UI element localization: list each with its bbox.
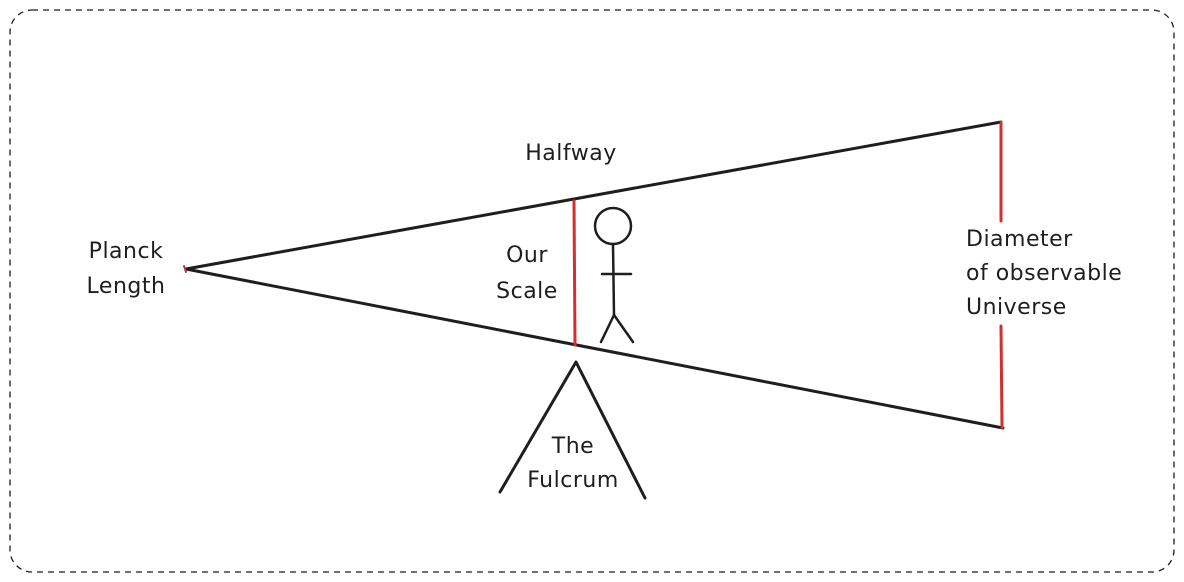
planck-marker bbox=[183, 265, 187, 273]
fulcrum-label: The Fulcrum bbox=[527, 434, 619, 493]
fulcrum-label-line1: The bbox=[551, 434, 594, 459]
stick-figure-icon bbox=[593, 206, 635, 344]
diameter-label-line2: of observable bbox=[966, 261, 1122, 286]
universe-diameter-label: Diameter of observable Universe bbox=[966, 227, 1122, 320]
dashed-frame bbox=[9, 9, 1175, 573]
planck-label-line1: Planck bbox=[89, 239, 164, 264]
fulcrum-label-line2: Fulcrum bbox=[527, 468, 619, 493]
halfway-label: Halfway bbox=[525, 141, 617, 166]
universe-diameter-line-lower bbox=[999, 324, 1004, 430]
fulcrum-triangle bbox=[498, 360, 647, 500]
diameter-label-line3: Universe bbox=[966, 295, 1067, 320]
scale-label-line2: Scale bbox=[496, 279, 558, 304]
our-scale-line bbox=[572, 199, 577, 347]
diameter-label-line1: Diameter bbox=[966, 227, 1073, 252]
scale-label-line1: Our bbox=[506, 243, 548, 268]
our-scale-label: Our Scale bbox=[496, 243, 558, 304]
planck-length-label: Planck Length bbox=[87, 239, 166, 299]
wedge-bottom-edge bbox=[184, 267, 1005, 430]
wedge-top-edge bbox=[184, 120, 1003, 271]
planck-label-line2: Length bbox=[87, 274, 166, 299]
